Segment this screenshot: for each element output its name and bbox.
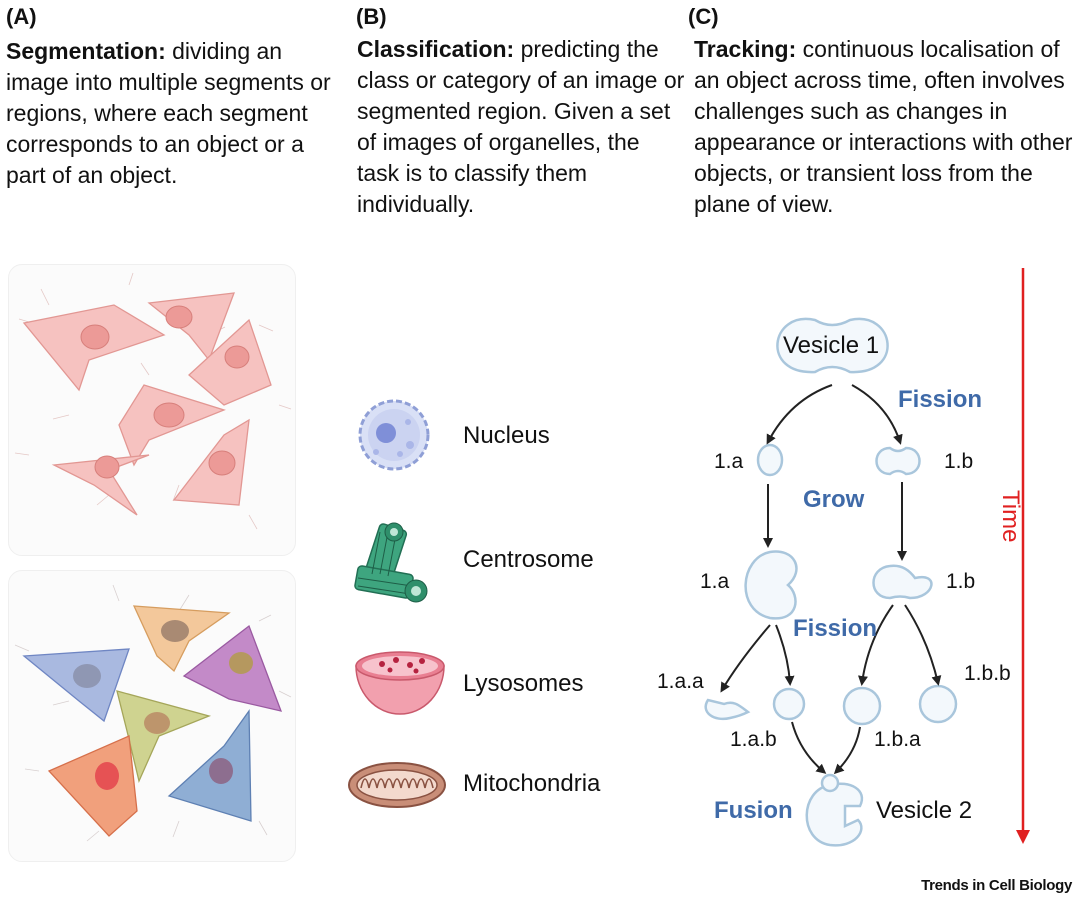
vesicle-1b-grown [872,564,933,600]
arrow-1ab-to-2 [791,721,827,774]
label-1ab: 1.a.b [730,728,777,751]
segmented-cells-image [8,570,296,862]
arrow-1a-to-1aa [720,624,771,693]
mitochondria-icon [348,762,446,808]
vesicle-1-label: Vesicle 1 [783,332,880,359]
vesicle-1a-small [756,443,784,477]
vesicle-1ba [842,686,882,726]
label-1bb: 1.b.b [964,662,1011,685]
panel-b-letter: (B) [356,4,387,29]
segmentation-term: Segmentation: [6,38,166,64]
segment-olive [116,690,212,784]
journal-credit: Trends in Cell Biology [921,877,1072,894]
tracking-diagram [704,268,1030,847]
panel-b-description: Classification: predicting the class or … [357,34,687,220]
unsegmented-cells-illustration [14,272,292,530]
segment-blue-nucleus [73,664,101,688]
label-1a-first: 1.a [714,450,744,473]
arrow-1-to-1a [766,384,833,445]
grow-label: Grow [803,486,865,513]
segment-purple-nucleus [229,652,253,674]
arrow-1-to-1b [851,384,903,445]
vesicle-1aa [704,698,751,721]
label-1b-first: 1.b [944,450,974,473]
vesicle-1b-small [875,446,921,476]
segment-steel-nucleus [209,758,233,784]
nucleus-icon [358,399,430,471]
segment-blue [22,648,130,723]
lysosomes-label: Lysosomes [463,670,584,697]
label-1ba: 1.b.a [874,728,921,751]
arrow-1a-to-1ab [775,624,795,686]
label-1aa: 1.a.a [657,670,704,693]
vesicle-1ab [772,687,806,721]
segment-red [47,735,138,837]
vesicle-2 [805,782,864,847]
fission-label-top: Fission [898,386,983,413]
segment-orange-nucleus [161,620,189,642]
vesicle-1 [776,317,889,374]
label-1a-second: 1.a [700,570,730,593]
vesicle-1a-grown [744,550,798,620]
tracking-definition: continuous localisation of an object acr… [694,36,1073,217]
arrow-1b-to-1bb [904,604,942,686]
classification-definition: predicting the class or category of an i… [357,36,685,217]
segment-olive-nucleus [144,712,170,734]
centrosome-label: Centrosome [463,546,594,573]
segment-red-nucleus [95,762,119,790]
fusion-label: Fusion [714,797,793,824]
centrosome-icon [354,522,428,603]
panel-c-letter: (C) [688,4,719,29]
panel-a-letter: (A) [6,4,37,29]
tracking-term: Tracking: [694,36,797,62]
vesicle-2-bud [820,773,840,793]
mitochondria-label: Mitochondria [463,770,601,797]
label-1b-second: 1.b [946,570,976,593]
time-axis-label: Time [997,490,1024,543]
lysosome-icon [355,651,445,715]
panel-a-description: Segmentation: dividing an image into mul… [6,36,341,191]
fission-label-middle: Fission [793,615,878,642]
segmented-cells-illustration [14,584,292,842]
arrow-1b-to-1ba [858,604,894,686]
nucleus-label: Nucleus [463,422,550,449]
arrow-1ba-to-2 [833,726,861,775]
segmentation-definition: dividing an image into multiple segments… [6,38,331,188]
vesicle-2-label: Vesicle 2 [876,797,973,824]
vesicle-1bb [918,684,958,724]
cell-5 [51,454,150,516]
panel-c-description: Tracking: continuous localisation of an … [694,34,1079,220]
classification-term: Classification: [357,36,515,62]
unsegmented-cells-image [8,264,296,556]
